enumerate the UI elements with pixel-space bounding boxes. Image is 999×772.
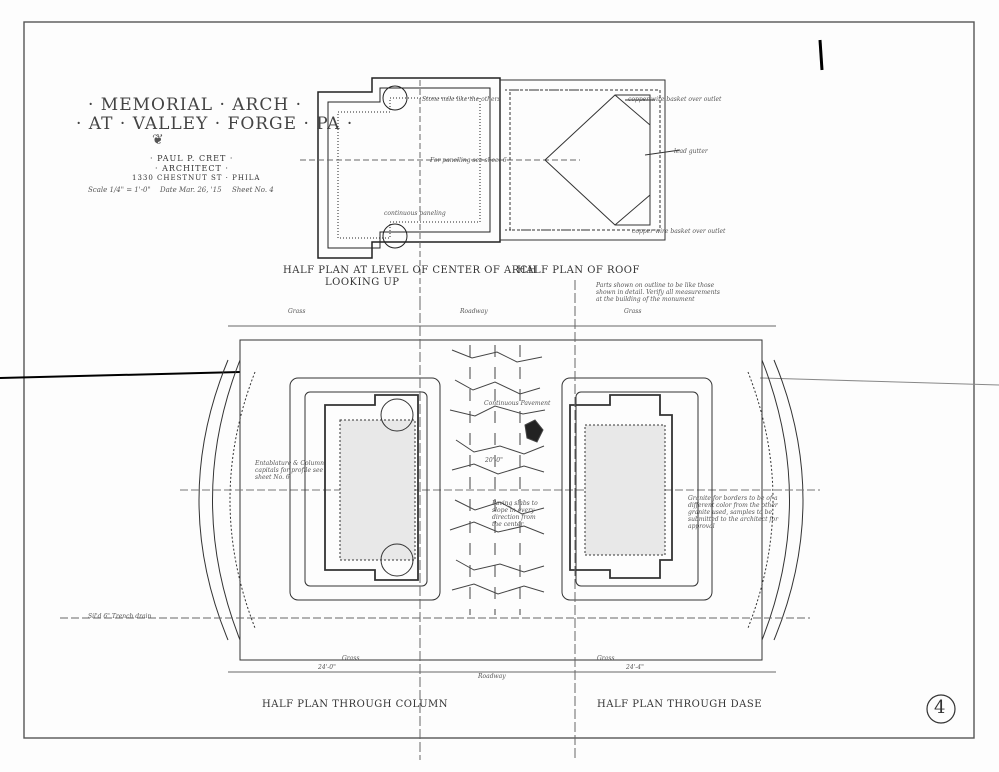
ornament-icon: ❦ bbox=[152, 132, 164, 148]
stone-note: Stone mile like the others bbox=[422, 96, 501, 103]
title-line-1: · MEMORIAL · ARCH · bbox=[88, 95, 302, 115]
grass-label-bottom-left: Grass bbox=[342, 655, 360, 662]
paving-note: Paving slabs to slope in every direction… bbox=[492, 500, 538, 528]
architect-address: 1330 CHESTNUT ST · PHILA bbox=[132, 174, 261, 182]
granite-note: Granite for borders to be of a different… bbox=[688, 495, 779, 530]
roadway-label-top: Roadway bbox=[460, 308, 488, 315]
lead-gutter-note: lead gutter bbox=[674, 148, 708, 155]
dimension-left: 24'-0" bbox=[318, 664, 336, 671]
caption-half-plan-column: HALF PLAN THROUGH COLUMN bbox=[262, 699, 449, 710]
architect-name: · PAUL P. CRET · bbox=[150, 154, 234, 163]
roadway-label-bottom: Roadway bbox=[478, 673, 506, 680]
grass-label-top-right: Grass bbox=[624, 308, 642, 315]
half-plan-roof bbox=[499, 79, 681, 241]
trench-drain-note: Sil'd 6" Trench drain bbox=[88, 613, 152, 620]
caption-half-plan-roof: HALF PLAN OF ROOF bbox=[517, 265, 640, 276]
grass-label-bottom-right: Grass bbox=[597, 655, 615, 662]
copper-basket-bottom-note: copper wire basket over outlet bbox=[632, 228, 726, 235]
architect-role: · ARCHITECT · bbox=[155, 164, 229, 173]
entablature-note: Entablature & Column capitals for profil… bbox=[255, 460, 324, 481]
sheet-number: 4 bbox=[934, 697, 946, 718]
paper-tear-left bbox=[0, 371, 241, 379]
half-plan-arch-level bbox=[300, 77, 580, 300]
sheet-note: Sheet No. 4 bbox=[232, 186, 274, 194]
caption-looking-up: LOOKING UP bbox=[325, 277, 400, 288]
pavement-note: Continuous Pavement bbox=[484, 400, 551, 407]
paneling-note: For panelling see sheet 6 bbox=[430, 157, 507, 164]
roadway-paving bbox=[449, 345, 546, 615]
right-pier-plan bbox=[561, 377, 713, 601]
roof-note: Parts shown on outline to be like those … bbox=[596, 282, 720, 303]
sheet-border bbox=[23, 21, 975, 739]
dimension-center: 20'-0" bbox=[485, 457, 503, 464]
sheet-number-circle bbox=[926, 694, 956, 724]
left-pier-plan bbox=[289, 377, 441, 601]
grass-label-top-left: Grass bbox=[288, 308, 306, 315]
paper-crease-right bbox=[759, 377, 999, 386]
caption-half-plan-arch: HALF PLAN AT LEVEL OF CENTER OF ARCH bbox=[283, 265, 538, 276]
date-note: Date Mar. 26, '15 bbox=[160, 186, 222, 194]
title-line-2: · AT · VALLEY · FORGE · PA · bbox=[76, 114, 354, 134]
caption-half-plan-base: HALF PLAN THROUGH DASE bbox=[597, 699, 763, 710]
scale-note: Scale 1/4" = 1'-0" bbox=[88, 186, 151, 194]
dimension-right: 24'-4" bbox=[626, 664, 644, 671]
copper-basket-top-note: copper wire basket over outlet bbox=[628, 96, 722, 103]
lower-plan-outline bbox=[60, 325, 820, 673]
cornice-note: continuous paneling bbox=[384, 210, 446, 217]
